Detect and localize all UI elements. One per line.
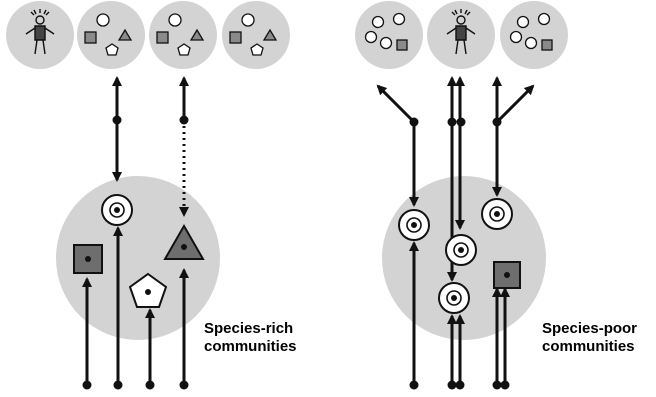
node-dot — [409, 117, 419, 127]
node-dot — [500, 380, 510, 390]
node-dot — [447, 380, 457, 390]
pentagon-icon — [105, 43, 119, 56]
node-dot — [112, 115, 122, 125]
service-bubble-species — [222, 1, 290, 69]
node-dot — [447, 117, 457, 127]
species-circle — [101, 194, 133, 226]
node-dot — [455, 380, 465, 390]
circle-icon — [364, 30, 378, 44]
node-dot — [492, 380, 502, 390]
square-icon — [541, 39, 553, 51]
species-square — [493, 261, 521, 289]
node-dot — [82, 380, 92, 390]
species-circle — [438, 282, 470, 314]
species-poor-panel — [355, 1, 568, 390]
service-bubble-human — [427, 1, 495, 69]
connector-arrows — [112, 76, 189, 217]
service-bubble-human — [6, 1, 74, 69]
community-disc — [56, 176, 220, 340]
node-dot — [145, 380, 155, 390]
species-triangle — [163, 223, 205, 260]
circle-icon — [96, 13, 110, 27]
circle-icon — [516, 15, 530, 29]
connector-arrows — [376, 76, 535, 282]
input-arrows — [82, 226, 189, 383]
species-circle — [481, 198, 513, 230]
pentagon-icon — [250, 43, 264, 56]
caption-line: Species-rich — [204, 320, 294, 337]
circle-icon — [509, 30, 523, 44]
caption-line: communities — [204, 338, 297, 355]
human-figure-icon — [446, 9, 476, 55]
triangle-icon — [189, 28, 205, 41]
node-dot — [456, 117, 466, 127]
caption-line: communities — [542, 338, 635, 355]
triangle-icon — [117, 28, 133, 41]
human-figure-icon — [25, 9, 55, 55]
species-circle — [445, 234, 477, 266]
square-icon — [229, 31, 242, 44]
service-bubble-species — [149, 1, 217, 69]
caption-species-poor: Species-poor communities — [542, 320, 637, 356]
service-bubble-species — [77, 1, 145, 69]
square-icon — [156, 31, 169, 44]
species-circle — [398, 209, 430, 241]
node-dot — [409, 380, 419, 390]
circle-icon — [168, 13, 182, 27]
node-dot — [492, 117, 502, 127]
node-dot — [113, 380, 123, 390]
service-bubble-species — [355, 1, 423, 69]
node-dot — [179, 380, 189, 390]
pentagon-icon — [177, 43, 191, 56]
caption-species-rich: Species-rich communities — [204, 320, 297, 356]
triangle-icon — [262, 28, 278, 41]
species-square — [73, 244, 103, 274]
caption-line: Species-poor — [542, 320, 638, 337]
circle-icon — [392, 12, 406, 26]
input-arrows — [409, 241, 510, 383]
square-icon — [84, 31, 97, 44]
circle-icon — [524, 36, 538, 50]
service-bubble-species — [500, 1, 568, 69]
species-rich-panel — [6, 1, 290, 390]
circle-icon — [371, 15, 385, 29]
circle-icon — [537, 12, 551, 26]
node-dot — [179, 115, 189, 125]
square-icon — [396, 39, 408, 51]
species-pentagon — [128, 272, 168, 308]
circle-icon — [241, 13, 255, 27]
circle-icon — [379, 36, 393, 50]
